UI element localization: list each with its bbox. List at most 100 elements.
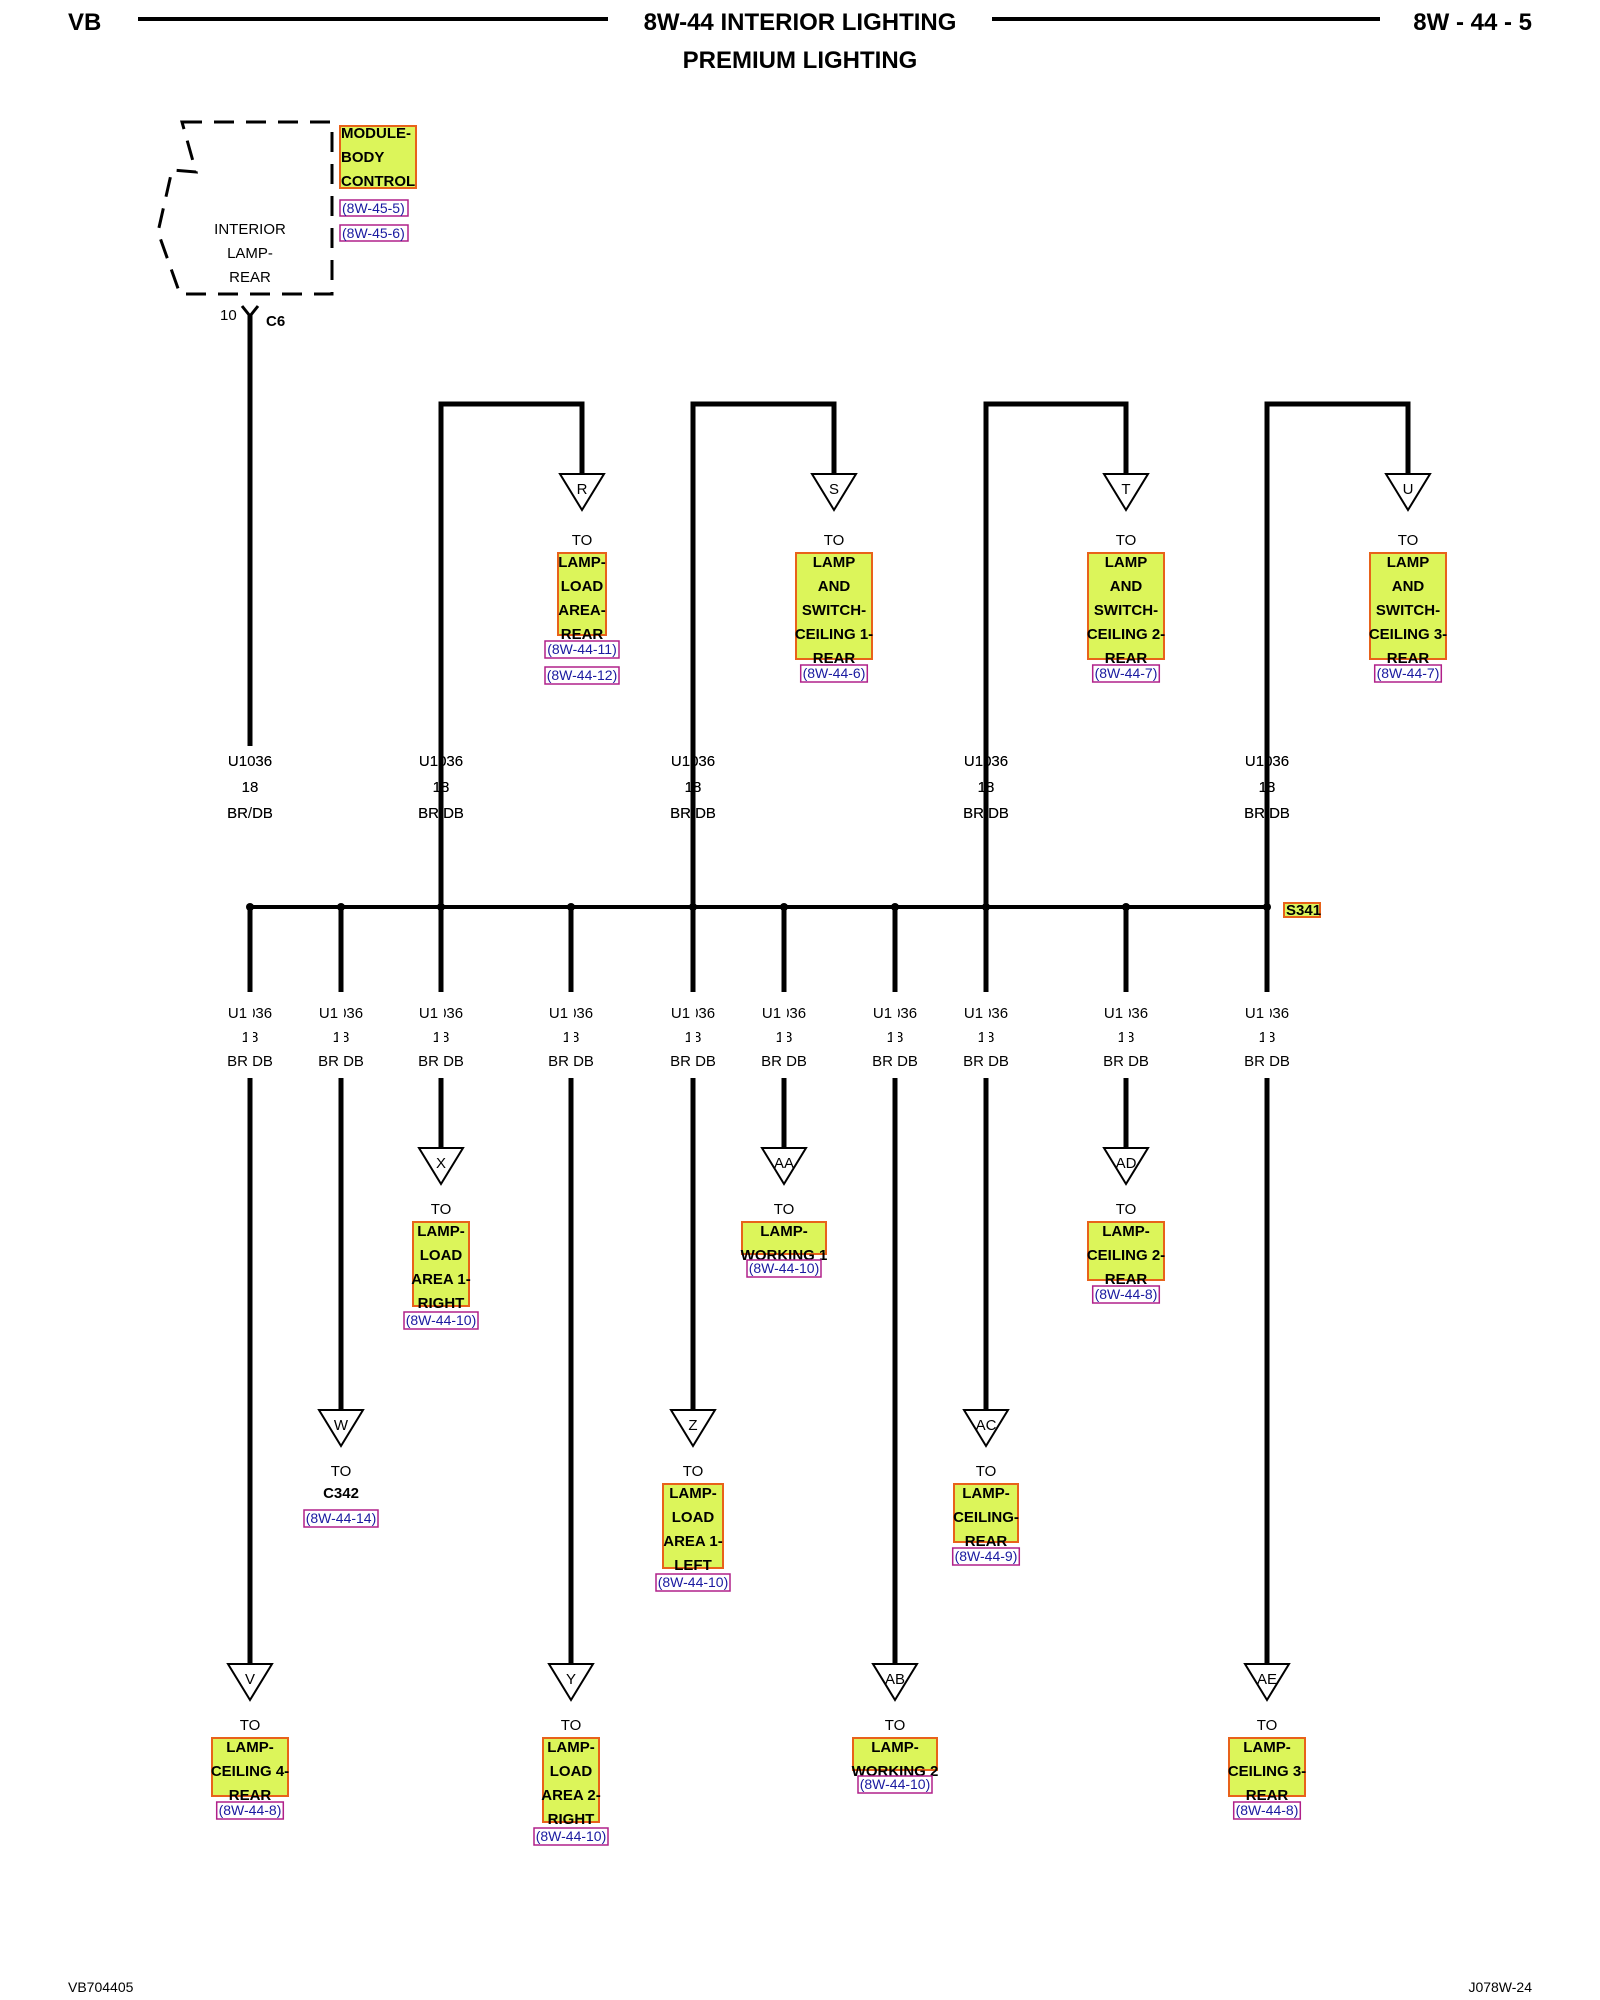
destination-ref[interactable]: (8W-44-7) xyxy=(1377,665,1440,681)
destination-ref[interactable]: (8W-44-6) xyxy=(803,665,866,681)
destination-line: LAMP xyxy=(1387,554,1430,571)
destination-ref[interactable]: (8W-44-10) xyxy=(406,1312,477,1328)
destination-line: LAMP- xyxy=(760,1223,808,1240)
ref-frame xyxy=(1091,664,1161,683)
ref-frame xyxy=(215,1801,285,1820)
ref-frame xyxy=(544,666,620,685)
footer-left: VB704405 xyxy=(68,1979,134,1995)
module-outline xyxy=(156,120,334,296)
ref-frame xyxy=(544,640,620,659)
splice-label-bg xyxy=(1283,902,1321,918)
destination-ref[interactable]: (8W-44-11) xyxy=(547,641,617,657)
destination-line: LAMP xyxy=(813,554,856,571)
module-connector: C6 xyxy=(266,313,285,330)
destination-line: SWITCH- xyxy=(1376,602,1440,619)
destination-line: LAMP- xyxy=(871,1739,919,1756)
destination-line: CEILING 2- xyxy=(1087,1247,1165,1264)
destination-ref[interactable]: (8W-44-10) xyxy=(658,1574,729,1590)
module-ref[interactable]: (8W-45-6) xyxy=(342,225,405,241)
module-pin: 10 xyxy=(220,307,237,324)
destination-ref[interactable]: (8W-44-10) xyxy=(860,1776,931,1792)
destination-line: LOAD xyxy=(550,1763,593,1780)
destination-line: RIGHT xyxy=(418,1295,465,1312)
module-function-line: INTERIOR xyxy=(214,221,286,238)
to-label: TO xyxy=(1116,532,1137,549)
destination-box xyxy=(795,552,873,660)
to-label: TO xyxy=(331,1463,352,1480)
ref-frame xyxy=(951,1547,1021,1566)
connector-triangle[interactable] xyxy=(810,473,858,512)
destination-ref[interactable]: (8W-44-7) xyxy=(1095,665,1158,681)
connector-triangle[interactable] xyxy=(1102,1147,1150,1186)
module-name-box: MODULE- BODY CONTROL xyxy=(339,125,417,190)
connector-letter: U xyxy=(1403,481,1414,498)
destination-box xyxy=(953,1483,1019,1543)
connector-triangle[interactable] xyxy=(1243,1663,1291,1702)
connector-triangle[interactable] xyxy=(226,1663,274,1702)
wire-gap xyxy=(438,992,444,1080)
connector-triangle[interactable] xyxy=(558,473,606,512)
destination-ref[interactable]: (8W-44-9) xyxy=(955,1548,1018,1564)
destination-line: CEILING 3- xyxy=(1228,1763,1306,1780)
destination-box xyxy=(211,1737,289,1797)
connector-triangle[interactable] xyxy=(871,1663,919,1702)
destination-line: RIGHT xyxy=(548,1811,595,1828)
destination-line: SWITCH- xyxy=(1094,602,1158,619)
connector-letter: S xyxy=(829,481,839,498)
module-name-line: BODY xyxy=(341,149,384,166)
destination-ref[interactable]: (8W-44-8) xyxy=(1236,1802,1299,1818)
destination-box xyxy=(662,1483,724,1569)
splice-label: S341 xyxy=(1286,902,1321,919)
to-label: TO xyxy=(1116,1201,1137,1218)
destination-line: LOAD xyxy=(672,1509,715,1526)
destination-ref[interactable]: (8W-44-10) xyxy=(536,1828,607,1844)
destination-line: LOAD xyxy=(420,1247,463,1264)
destination-ref[interactable]: (8W-44-8) xyxy=(1095,1286,1158,1302)
connector-triangle[interactable] xyxy=(669,1409,717,1448)
ref-frame xyxy=(1091,1285,1161,1304)
destination-ref[interactable]: (8W-44-12) xyxy=(547,667,618,683)
ref-frame xyxy=(746,1259,822,1278)
destination-ref[interactable]: (8W-44-10) xyxy=(749,1260,820,1276)
to-label: TO xyxy=(561,1717,582,1734)
module-name-bg xyxy=(339,125,417,189)
destination-line: REAR xyxy=(1105,650,1148,667)
destination-line: REAR xyxy=(1246,1787,1289,1804)
splice-bus xyxy=(246,903,1271,911)
destination-line: REAR xyxy=(813,650,856,667)
connector-triangle[interactable] xyxy=(547,1663,595,1702)
connector-triangle[interactable] xyxy=(317,1409,365,1448)
destination-line: AND xyxy=(818,578,851,595)
destination-box xyxy=(412,1221,470,1307)
to-label: TO xyxy=(824,532,845,549)
destination-line: C342 xyxy=(323,1485,359,1502)
module-ref[interactable]: (8W-45-5) xyxy=(342,200,405,216)
wire-gauge: 18 xyxy=(242,779,259,796)
destination-line: AREA 1- xyxy=(411,1271,470,1288)
connector-letter: T xyxy=(1121,481,1130,498)
to-label: TO xyxy=(1398,532,1419,549)
connector-triangle[interactable] xyxy=(1102,473,1150,512)
top-connectors: RTOLAMP-LOADAREA-REAR(8W-44-11)(8W-44-12… xyxy=(438,401,1447,907)
connector-triangle[interactable] xyxy=(962,1409,1010,1448)
wire-gap xyxy=(1264,992,1270,1080)
destination-line: LAMP- xyxy=(1243,1739,1291,1756)
destination-line: AREA 1- xyxy=(663,1533,722,1550)
to-label: TO xyxy=(240,1717,261,1734)
destination-box xyxy=(1369,552,1447,660)
destination-box xyxy=(542,1737,600,1823)
destination-ref[interactable]: (8W-44-8) xyxy=(219,1802,282,1818)
connector-triangle[interactable] xyxy=(417,1147,465,1186)
connector-triangle[interactable] xyxy=(760,1147,808,1186)
destination-line: CEILING 1- xyxy=(795,626,873,643)
destination-box xyxy=(741,1221,827,1255)
wire-gap xyxy=(781,992,787,1080)
connector-letter: AD xyxy=(1116,1155,1137,1172)
destination-line: LAMP- xyxy=(417,1223,465,1240)
connector-triangle[interactable] xyxy=(1384,473,1432,512)
destination-line: CEILING 3- xyxy=(1369,626,1447,643)
destination-ref[interactable]: (8W-44-14) xyxy=(306,1510,377,1526)
destination-line: REAR xyxy=(965,1533,1008,1550)
connector-letter: Z xyxy=(688,1417,697,1434)
